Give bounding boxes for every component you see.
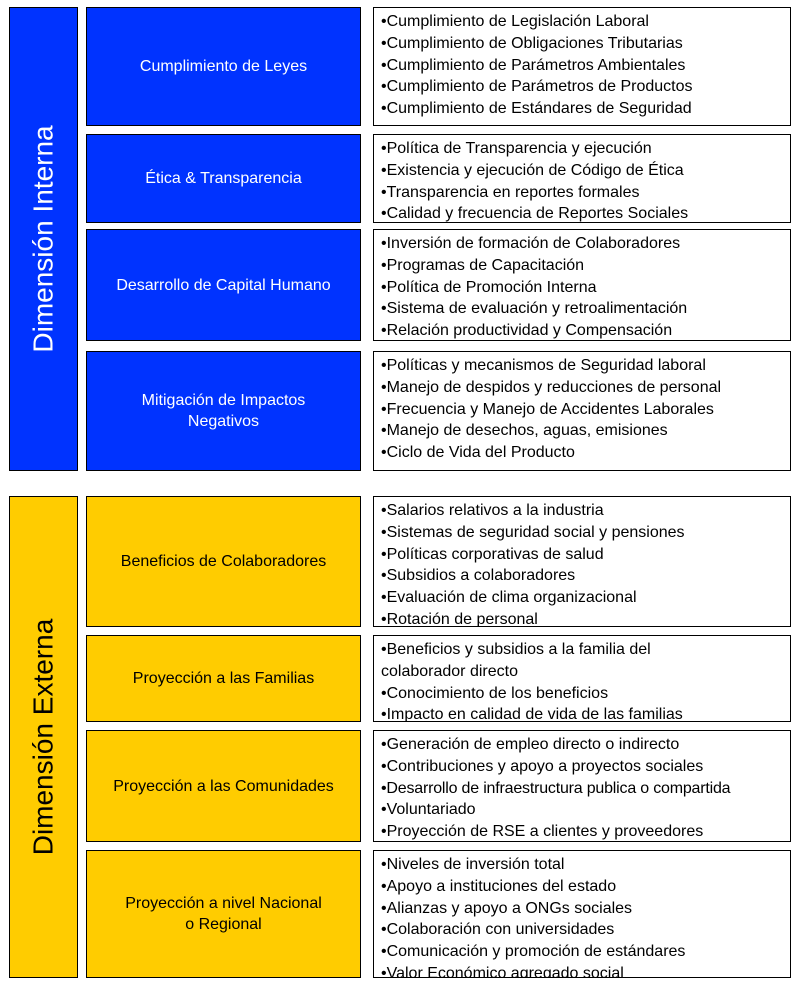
list-item: •Comunicación y promoción de estándares (381, 943, 686, 961)
category-etica-transparencia: Ética & Transparencia (86, 134, 361, 223)
list-item: •Cumplimiento de Parámetros Ambientales (381, 56, 686, 74)
category-cumplimiento-de-leyes: Cumplimiento de Leyes (86, 7, 361, 126)
items-proyeccion-familias: •Beneficios y subsidios a la familia del… (373, 635, 791, 722)
list-item: •Rotación de personal (381, 610, 538, 627)
list-item: •Relación productividad y Compensación (381, 322, 673, 340)
list-item: •Transparencia en reportes formales (381, 183, 640, 201)
list-item: •Desarrollo de infraestructura publica o… (381, 779, 731, 797)
list-item: •Impacto en calidad de vida de las famil… (381, 706, 683, 722)
list-item: •Programas de Capacitación (381, 256, 585, 274)
dimension-externa-label: Dimensión Externa (27, 618, 59, 856)
list-item: •Existencia y ejecución de Código de Éti… (381, 161, 684, 179)
items-desarrollo-capital-humano: •Inversión de formación de Colaboradores… (373, 229, 791, 341)
list-item: •Apoyo a instituciones del estado (381, 877, 617, 895)
list-item: •Conocimiento de los beneficios (381, 684, 609, 702)
list-item: •Política de Transparencia y ejecución (381, 140, 652, 157)
list-item: •Voluntariado (381, 801, 476, 819)
list-item: •Beneficios y subsidios a la familia del (381, 641, 651, 658)
category-proyeccion-comunidades: Proyección a las Comunidades (86, 730, 361, 842)
items-proyeccion-nacional-regional: •Niveles de inversión total •Apoyo a ins… (373, 850, 791, 978)
list-item: •Manejo de desechos, aguas, emisiones (381, 422, 668, 440)
list-item: •Cumplimiento de Obligaciones Tributaria… (381, 34, 683, 52)
list-item: •Política de Promoción Interna (381, 278, 597, 296)
category-beneficios-colaboradores: Beneficios de Colaboradores (86, 496, 361, 627)
items-mitigacion-impactos: •Políticas y mecanismos de Seguridad lab… (373, 351, 791, 471)
list-item: •Alianzas y apoyo a ONGs sociales (381, 899, 633, 917)
list-item: •Inversión de formación de Colaboradores (381, 235, 681, 252)
category-proyeccion-nacional-regional: Proyección a nivel Nacional o Regional (86, 850, 361, 978)
category-mitigacion-impactos: Mitigación de Impactos Negativos (86, 351, 361, 471)
items-cumplimiento-de-leyes: •Cumplimiento de Legislación Laboral •Cu… (373, 7, 791, 126)
dimension-interna-label: Dimensión Interna (27, 125, 59, 353)
list-item: •Generación de empleo directo o indirect… (381, 736, 680, 753)
items-proyeccion-comunidades: •Generación de empleo directo o indirect… (373, 730, 791, 842)
list-item: •Valor Económico agregado social (381, 964, 624, 978)
list-item: •Cumplimiento de Parámetros de Productos (381, 78, 693, 96)
list-item: •Proyección de RSE a clientes y proveedo… (381, 823, 704, 841)
list-item: colaborador directo (381, 662, 518, 680)
list-item: •Políticas corporativas de salud (381, 545, 604, 563)
list-item: •Políticas y mecanismos de Seguridad lab… (381, 357, 706, 374)
dimension-externa-box: Dimensión Externa (9, 496, 78, 978)
list-item: •Niveles de inversión total (381, 856, 565, 873)
dimension-interna-box: Dimensión Interna (9, 7, 78, 471)
list-item: •Subsidios a colaboradores (381, 567, 576, 585)
list-item: •Sistema de evaluación y retroalimentaci… (381, 300, 688, 318)
list-item: •Manejo de despidos y reducciones de per… (381, 378, 722, 396)
list-item: •Cumplimiento de Legislación Laboral (381, 13, 649, 30)
list-item: •Sistemas de seguridad social y pensione… (381, 523, 685, 541)
list-item: •Evaluación de clima organizacional (381, 589, 637, 607)
list-item: •Contribuciones y apoyo a proyectos soci… (381, 757, 704, 775)
category-proyeccion-familias: Proyección a las Familias (86, 635, 361, 722)
category-desarrollo-capital-humano: Desarrollo de Capital Humano (86, 229, 361, 341)
list-item: •Ciclo de Vida del Producto (381, 444, 575, 462)
list-item: •Cumplimiento de Estándares de Seguridad (381, 100, 692, 118)
list-item: •Calidad y frecuencia de Reportes Social… (381, 205, 689, 223)
items-beneficios-colaboradores: •Salarios relativos a la industria •Sist… (373, 496, 791, 627)
list-item: •Colaboración con universidades (381, 921, 615, 939)
list-item: •Frecuencia y Manejo de Accidentes Labor… (381, 400, 714, 418)
list-item: •Salarios relativos a la industria (381, 502, 604, 519)
items-etica-transparencia: •Política de Transparencia y ejecución •… (373, 134, 791, 223)
